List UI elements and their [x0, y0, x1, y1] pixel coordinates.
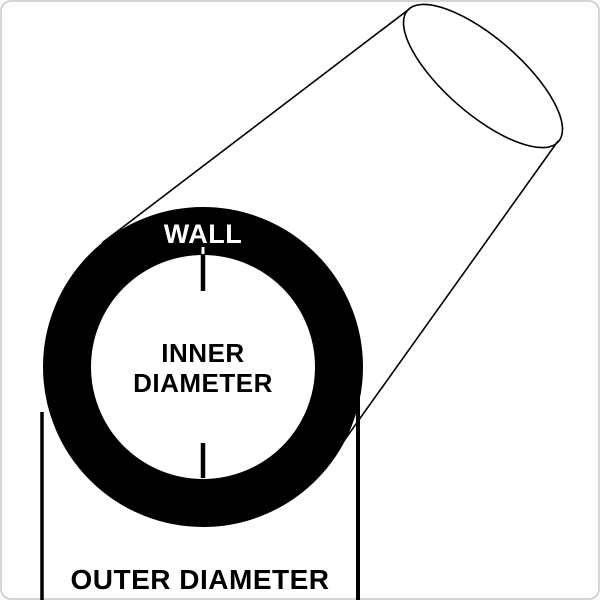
outer-diameter-label: OUTER DIAMETER — [71, 564, 330, 595]
inner-diameter-label-line1: INNER — [161, 338, 244, 368]
inner-diameter-label-line2: DIAMETER — [133, 368, 273, 398]
tube-wall-ring — [43, 207, 363, 527]
wall-label: WALL — [164, 219, 242, 249]
tube-bottom-edge-line — [335, 140, 559, 453]
tube-top-edge-line — [101, 9, 409, 244]
